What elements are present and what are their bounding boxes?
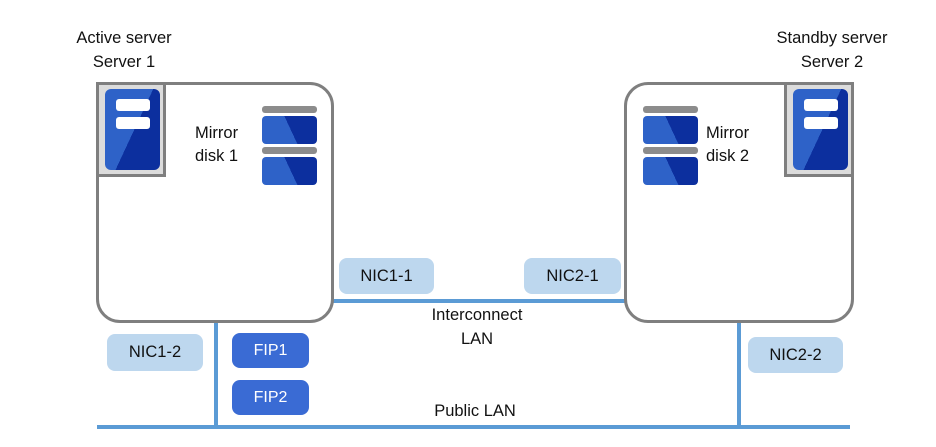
public-lan-line [97,425,850,429]
nic2-2-badge: NIC2-2 [748,337,843,373]
server-icon [96,82,166,177]
mirror-disk1-label-line2: disk 1 [195,147,239,165]
disk-body-shape [643,157,698,185]
public-lan-label: Public LAN [405,399,545,423]
disk-body-shape [643,116,698,144]
fip1-badge: FIP1 [232,333,309,368]
nic1-1-label: NIC1-1 [360,266,413,285]
server-bay-slot [804,99,838,111]
interconnect-lan-line [333,299,625,303]
nic2-1-label: NIC2-1 [546,266,599,285]
server1-public-connector-line [214,322,218,427]
mirror-disk-icon [643,106,698,185]
interconnect-label-line1: Interconnect [431,306,523,324]
nic2-2-label: NIC2-2 [769,345,822,364]
server1-role-label: Active server [76,29,172,47]
public-lan-label-text: Public LAN [434,402,516,420]
disk-cap-shape [262,147,317,154]
server2-role-label: Standby server [776,29,888,47]
mirror-disk1-label-line1: Mirror [195,124,239,142]
mirror-disk-icon [262,106,317,185]
server1-title: Active server Server 1 [39,26,209,74]
fip2-badge: FIP2 [232,380,309,415]
disk-cap-shape [262,106,317,113]
mirror-disk2-label: Mirror disk 2 [706,122,776,168]
interconnect-label-line2: LAN [460,330,494,348]
server2-title: Standby server Server 2 [747,26,917,74]
fip2-label: FIP2 [253,388,288,406]
server-tower-shape [793,89,848,170]
disk-cap-shape [643,106,698,113]
server2-name-label: Server 2 [800,53,864,71]
server-bay-slot [116,117,150,129]
nic1-2-badge: NIC1-2 [107,334,203,371]
fip1-label: FIP1 [253,341,288,359]
nic1-2-label: NIC1-2 [128,343,182,361]
nic1-1-badge: NIC1-1 [339,258,434,294]
server-icon [784,82,854,177]
disk-cap-shape [643,147,698,154]
server-bay-slot [116,99,150,111]
server-tower-shape [105,89,160,170]
mirror-disk2-label-line1: Mirror [706,124,750,142]
mirror-disk2-label-line2: disk 2 [706,147,750,165]
server-bay-slot [804,117,838,129]
disk-body-shape [262,157,317,185]
disk-body-shape [262,116,317,144]
interconnect-lan-label: Interconnect LAN [407,303,547,351]
server1-name-label: Server 1 [92,53,156,71]
nic2-1-badge: NIC2-1 [524,258,621,294]
server2-public-connector-line [737,322,741,427]
mirror-disk1-label: Mirror disk 1 [195,122,265,168]
